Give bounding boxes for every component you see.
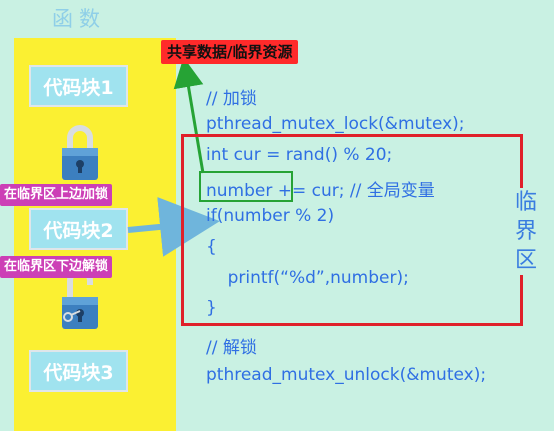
code-block-2: 代码块2 xyxy=(29,208,128,250)
critical-label-char: 临 xyxy=(514,190,537,215)
unlock-call: pthread_mutex_unlock(&mutex); xyxy=(206,365,487,385)
number-variable: number xyxy=(206,181,273,201)
lock-call: pthread_mutex_lock(&mutex); xyxy=(206,114,465,134)
code-line-1: int cur = rand() % 20; xyxy=(206,145,393,165)
unlock-note-tag: 在临界区下边解锁 xyxy=(0,256,113,278)
padlock-open-icon xyxy=(62,271,98,329)
code-block-3: 代码块3 xyxy=(29,350,128,392)
critical-section-box xyxy=(181,134,523,326)
code-brace-close: } xyxy=(206,298,217,318)
code-brace-open: { xyxy=(206,237,217,257)
lock-comment: // 加锁 xyxy=(206,89,257,109)
lock-note-tag: 在临界区上边加锁 xyxy=(0,184,113,206)
code-line-4: printf(“%d”,number); xyxy=(206,268,409,288)
padlock-closed-icon xyxy=(62,125,98,180)
function-title: 函数 xyxy=(52,7,106,31)
code-line-2: number += cur; // 全局变量 xyxy=(206,176,435,201)
shared-data-arrow xyxy=(173,57,205,174)
critical-label-char: 区 xyxy=(514,248,537,273)
code-block-1: 代码块1 xyxy=(29,65,128,107)
shared-data-label: 共享数据/临界资源 xyxy=(161,40,299,64)
critical-section-label: 临 界 区 xyxy=(508,188,544,275)
unlock-comment: // 解锁 xyxy=(206,338,257,358)
critical-label-char: 界 xyxy=(514,219,537,244)
block2-to-code-arrow xyxy=(127,197,220,257)
shared-variable-highlight xyxy=(199,171,293,202)
code-line-3: if(number % 2) xyxy=(206,206,335,226)
